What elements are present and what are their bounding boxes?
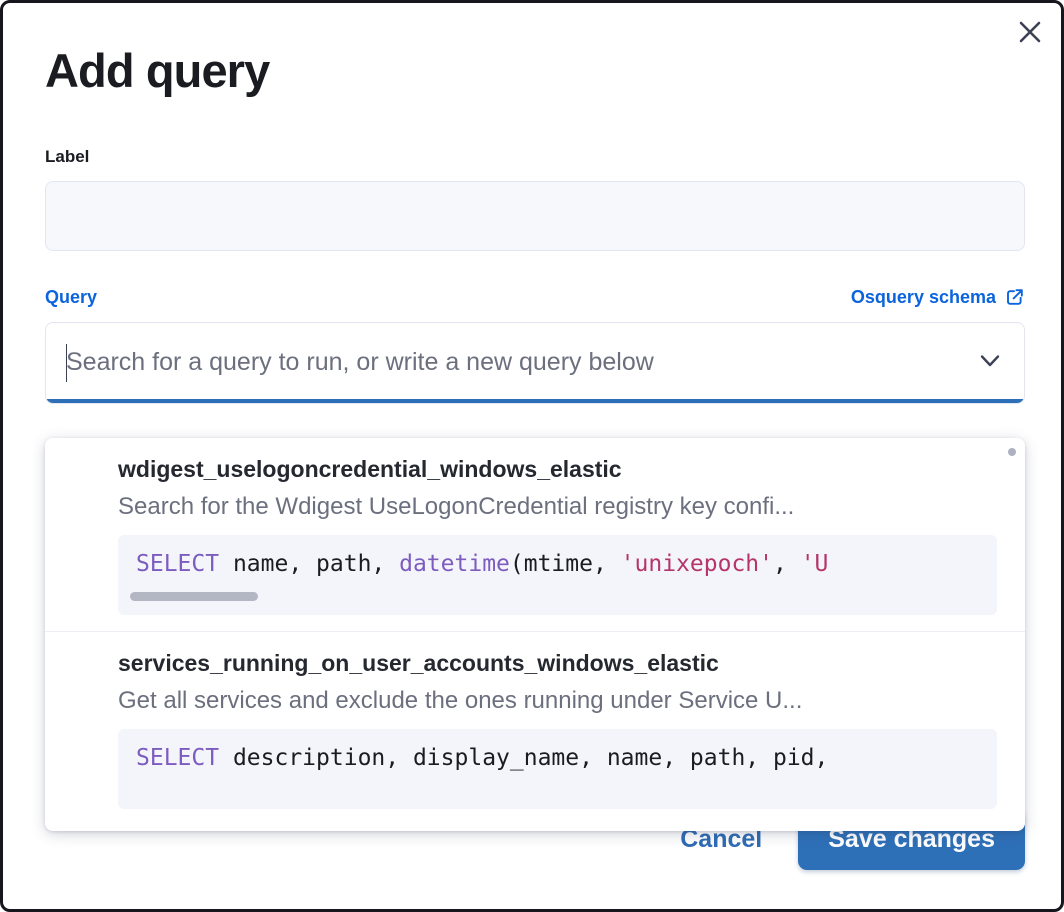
dropdown-scrollbar-thumb[interactable] [1008, 448, 1016, 456]
option-code-block: SELECT name, path, datetime(mtime, 'unix… [118, 535, 997, 615]
query-combobox-placeholder: Search for a query to run, or write a ne… [66, 348, 654, 377]
osquery-schema-link[interactable]: Osquery schema [851, 287, 1025, 308]
label-input[interactable] [45, 180, 1025, 251]
option-description: Get all services and exclude the ones ru… [118, 686, 803, 714]
query-field-header: Query Osquery schema [3, 251, 1061, 308]
close-icon [1017, 19, 1043, 45]
chevron-down-icon[interactable] [974, 344, 1006, 381]
query-combobox[interactable]: Search for a query to run, or write a ne… [45, 321, 1025, 404]
option-code-block: SELECT description, display_name, name, … [118, 728, 997, 809]
label-field-label: Label [45, 146, 90, 166]
option-title: wdigest_uselogoncredential_windows_elast… [118, 456, 622, 482]
option-description: Search for the Wdigest UseLogonCredentia… [118, 493, 795, 520]
list-item[interactable]: services_running_on_user_accounts_window… [45, 630, 1025, 825]
list-item[interactable]: wdigest_uselogoncredential_windows_elast… [45, 438, 1025, 631]
text-cursor [66, 343, 67, 382]
option-code-line: SELECT description, display_name, name, … [136, 744, 829, 771]
query-combobox-wrap: Search for a query to run, or write a ne… [3, 308, 1061, 404]
option-code-line: SELECT name, path, datetime(mtime, 'unix… [136, 551, 829, 577]
modal-body: Add query Label Query Osquery schema Sea… [3, 3, 1061, 404]
code-scroll-area [118, 579, 997, 615]
option-title: services_running_on_user_accounts_window… [118, 649, 719, 676]
query-field-label[interactable]: Query [45, 286, 98, 307]
label-field-group: Label [3, 97, 1061, 251]
code-horizontal-scrollbar[interactable] [130, 591, 258, 601]
external-link-icon [1005, 287, 1025, 307]
close-button[interactable] [1011, 13, 1049, 51]
page-title: Add query [45, 44, 270, 97]
osquery-schema-link-label: Osquery schema [850, 286, 996, 307]
code-scroll-area [118, 773, 997, 809]
query-suggestions-dropdown: wdigest_uselogoncredential_windows_elast… [45, 438, 1025, 831]
